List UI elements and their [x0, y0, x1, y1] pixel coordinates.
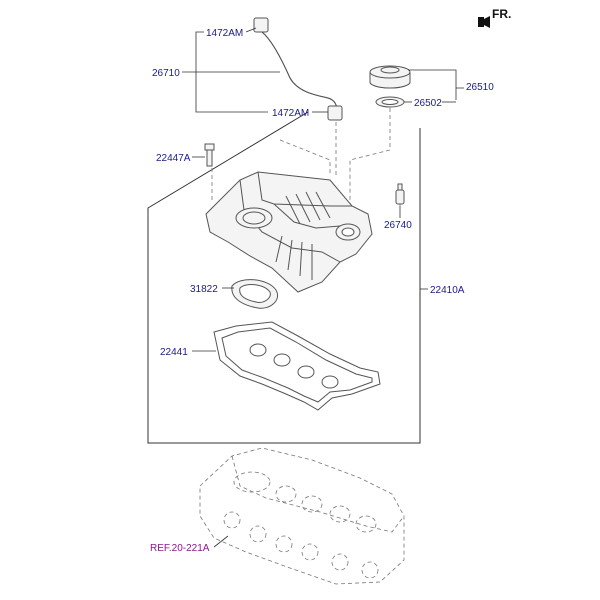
cylinder-head-reference	[199, 447, 405, 585]
cylinder-head-cover	[205, 171, 373, 293]
label-1472am-bottom: 1472AM	[272, 108, 309, 119]
assembly-boundary	[147, 111, 421, 444]
pcv-valve	[395, 183, 405, 205]
breather-hose	[253, 17, 343, 121]
label-31822: 31822	[190, 284, 218, 295]
label-22410a: 22410A	[430, 285, 465, 296]
label-26510: 26510	[466, 82, 494, 93]
hose-clamp-upper	[253, 17, 269, 33]
cap-gasket-ring	[375, 96, 405, 108]
label-1472am-top: 1472AM	[206, 28, 243, 39]
label-22447a: 22447A	[156, 153, 191, 164]
front-label: FR.	[492, 7, 511, 21]
reference-label: REF.20-221A	[150, 543, 210, 554]
label-26740: 26740	[384, 220, 412, 231]
hose-clamp-lower	[327, 105, 343, 121]
label-26502: 26502	[414, 98, 442, 109]
front-direction-indicator: FR.	[478, 7, 511, 28]
cover-bolt	[204, 143, 215, 167]
plug-hole-gasket	[231, 279, 278, 309]
cover-gasket	[213, 321, 381, 411]
label-22441: 22441	[160, 347, 188, 358]
oil-filler-cap	[369, 65, 411, 89]
label-26710: 26710	[152, 68, 180, 79]
